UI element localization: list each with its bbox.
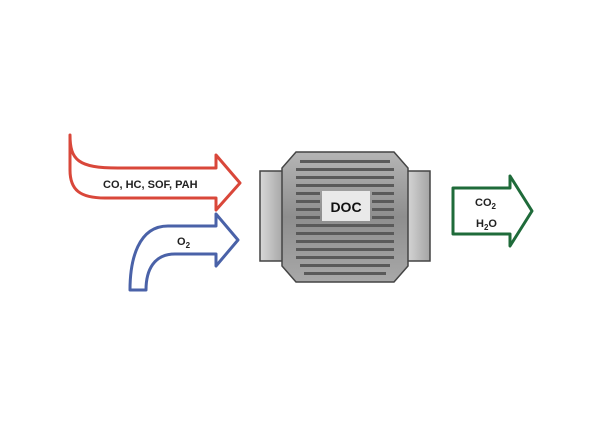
oxygen-label: O2 — [177, 236, 191, 250]
output-label-h2o: H2O — [476, 218, 497, 232]
catalyst-left-cap — [259, 170, 285, 262]
oxygen-arrow — [128, 212, 240, 292]
exhaust-label: CO, HC, SOF, PAH — [103, 179, 198, 191]
catalyst-stripes — [296, 160, 394, 275]
catalyst-right-cap — [405, 170, 431, 262]
catalyst-label-window — [322, 191, 370, 221]
exhaust-arrow — [68, 133, 242, 212]
output-arrow — [451, 174, 534, 248]
output-label-co2: CO2 — [475, 197, 497, 211]
catalyst-label: DOC — [330, 199, 361, 215]
doc-catalyst: DOC — [259, 151, 431, 283]
